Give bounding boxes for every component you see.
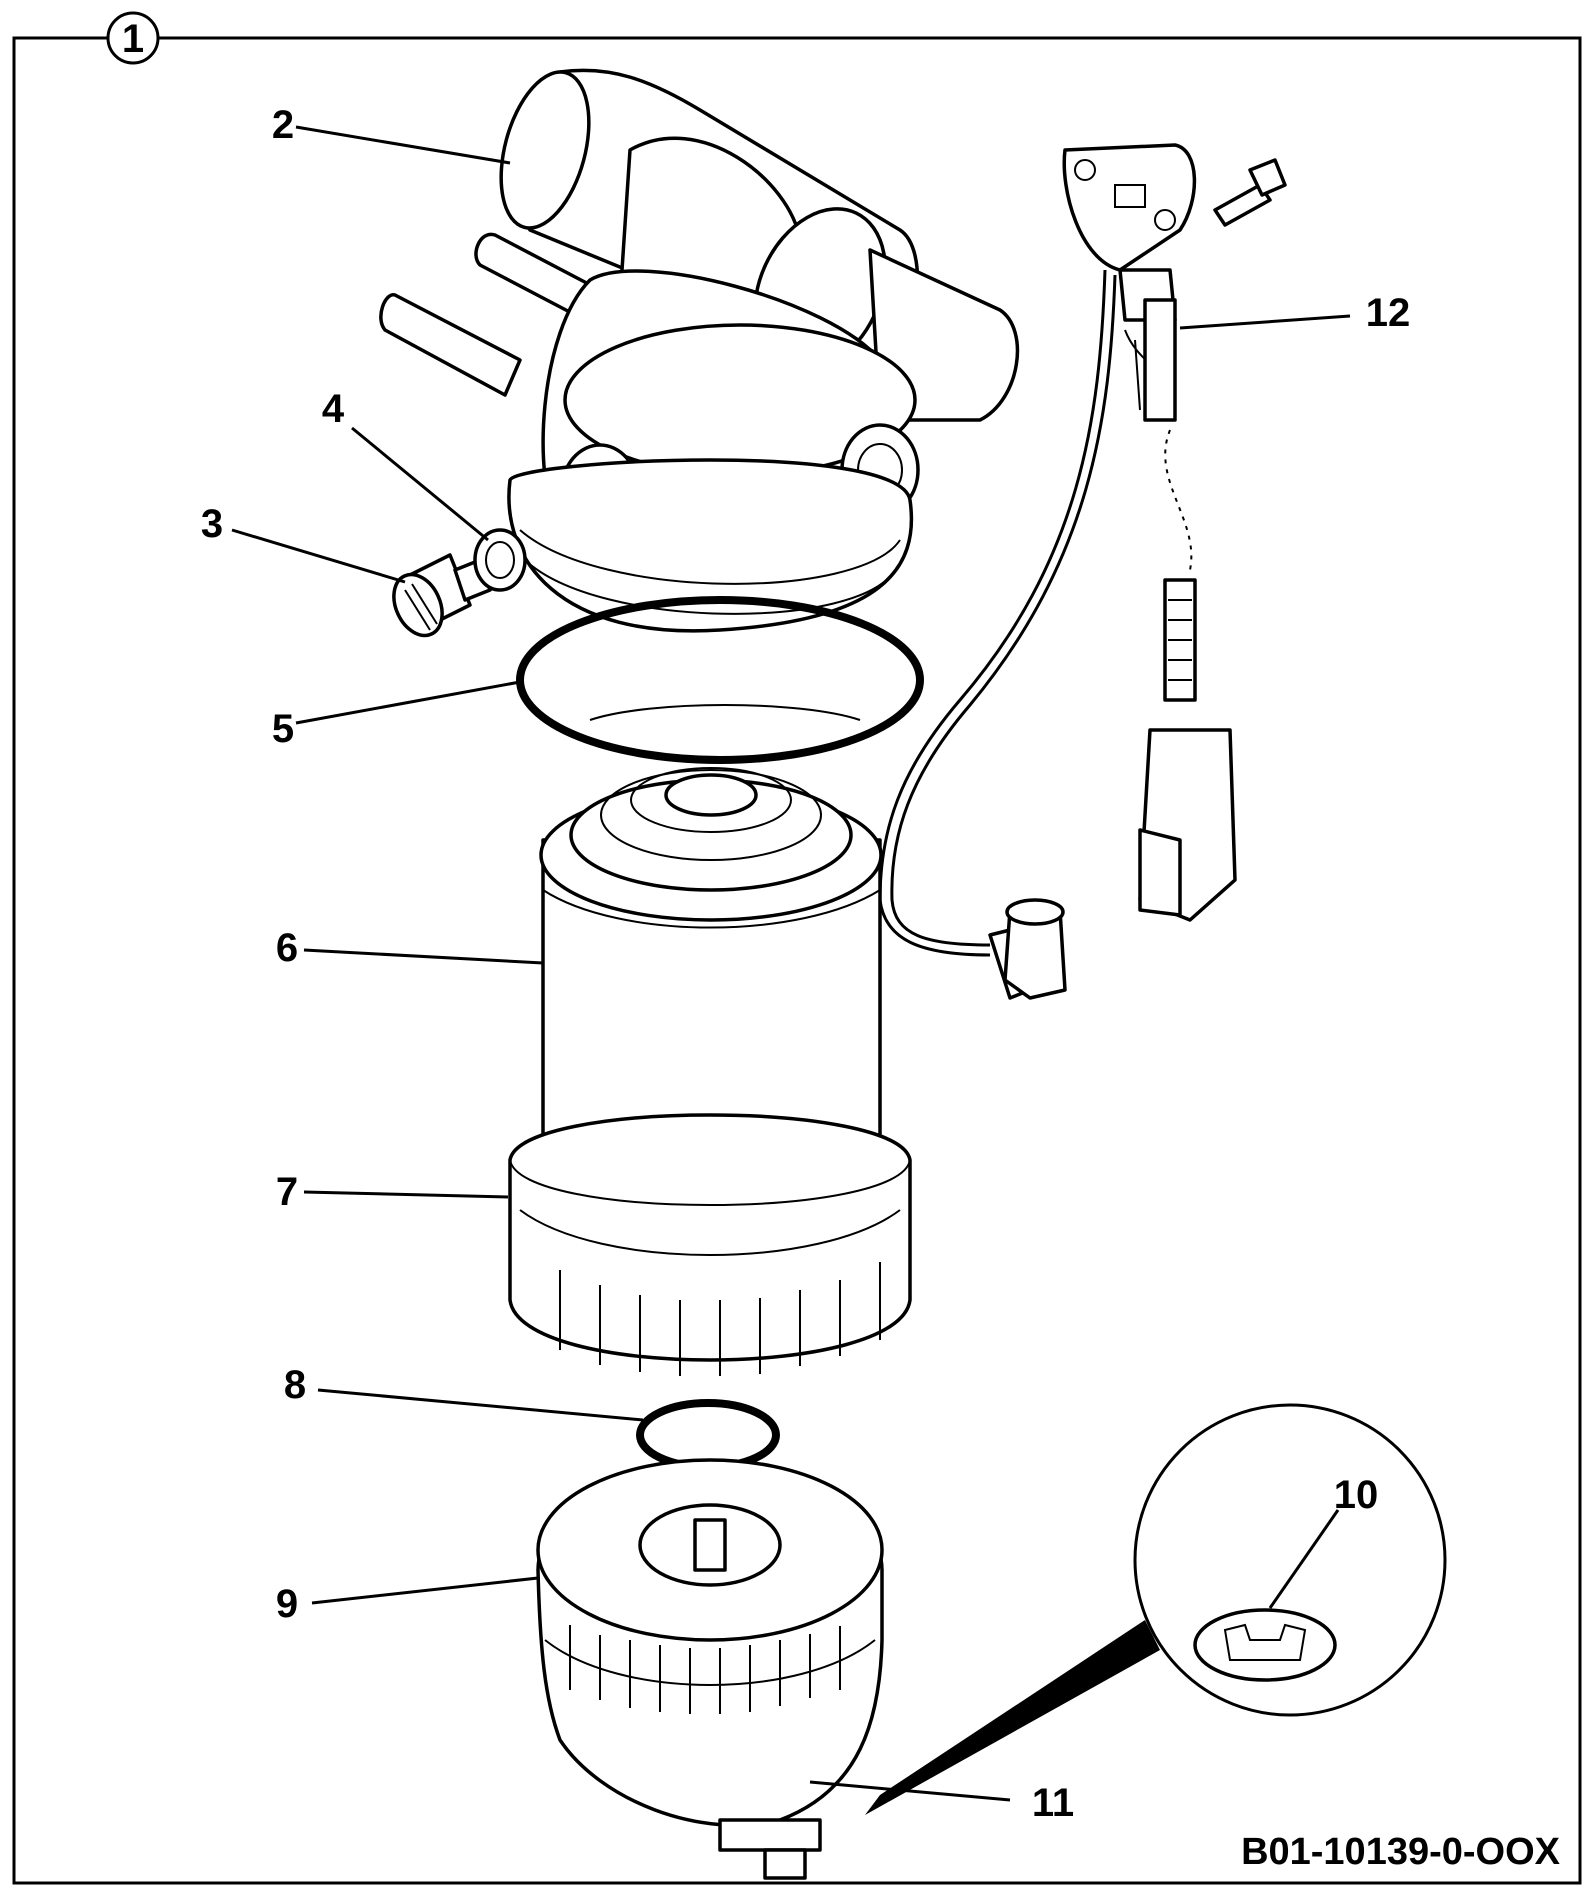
water-sensor-harness <box>878 143 1287 1000</box>
callout-12: 12 <box>1366 291 1411 335</box>
filter-element <box>539 767 883 1195</box>
detail-view <box>865 1403 1447 1815</box>
callout-2: 2 <box>272 103 294 147</box>
assembly-number-circle <box>106 11 160 65</box>
bleed-screw <box>392 553 492 638</box>
callout-10: 10 <box>1334 1473 1379 1517</box>
callout-11: 11 <box>1032 1781 1074 1825</box>
diagram-frame <box>12 36 1582 1885</box>
figure-reference-code: B01-10139-0-OOX <box>1241 1831 1561 1873</box>
water-bowl <box>536 1458 884 1880</box>
callout-9: 9 <box>276 1582 298 1626</box>
small-o-ring <box>636 1399 780 1471</box>
seal-washer <box>473 528 527 592</box>
callout-5: 5 <box>272 707 294 751</box>
filter-head <box>379 68 1020 633</box>
callout-6: 6 <box>276 926 298 970</box>
assembly-number: 1 <box>122 17 144 61</box>
leader-lines <box>231 125 1351 1802</box>
large-o-ring <box>516 596 924 764</box>
callout-7: 7 <box>276 1170 298 1214</box>
callout-8: 8 <box>284 1363 306 1407</box>
callout-4: 4 <box>322 387 345 431</box>
retaining-ring <box>508 1113 912 1376</box>
callout-3: 3 <box>201 502 223 546</box>
